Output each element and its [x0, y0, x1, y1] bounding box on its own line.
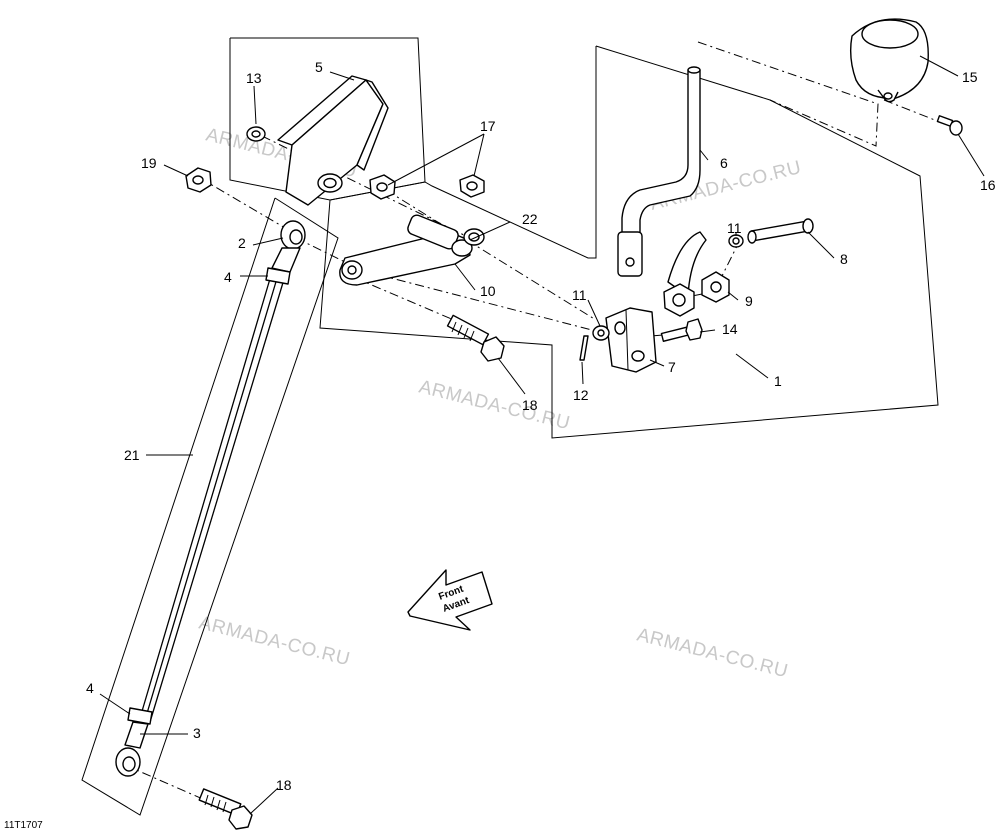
nut-parts [369, 174, 485, 200]
callout-8: 8 [840, 251, 848, 267]
pin-part [747, 218, 814, 244]
callout-19: 19 [141, 155, 157, 171]
callout-22: 22 [522, 211, 538, 227]
callout-10: 10 [480, 283, 496, 299]
screw-part-16 [936, 115, 963, 136]
watermark-5: ARMADA-CO.RU [635, 624, 790, 682]
lever-part [339, 214, 485, 286]
knob-dash-line [697, 41, 879, 147]
callout-21: 21 [124, 447, 140, 463]
clevis-part [605, 307, 657, 373]
assembly-outlines [81, 37, 939, 816]
callout-11-right: 11 [727, 220, 742, 236]
callout-9: 9 [745, 293, 753, 309]
bracket-part [277, 75, 389, 206]
callout-12: 12 [573, 387, 589, 403]
nut-part-19 [185, 167, 212, 193]
callout-11-left: 11 [572, 287, 587, 303]
bolt-part-14 [660, 318, 703, 342]
callout-18-upper: 18 [522, 397, 538, 413]
clip-part [246, 126, 266, 142]
callout-2: 2 [238, 235, 246, 251]
callout-4-lower: 4 [86, 680, 94, 696]
watermarks: ARMADA-CO.RU ARMADA-CO.RU ARMADA-CO.RU A… [197, 124, 804, 682]
drawing-code: 11T1707 [4, 820, 43, 831]
callout-3: 3 [193, 725, 201, 741]
callout-16: 16 [980, 177, 996, 193]
shift-assembly-outline [319, 45, 939, 439]
front-arrow: Front Avant [407, 569, 493, 631]
bolt-upper [446, 314, 505, 362]
bolt-lower [198, 788, 253, 830]
rod-outline [81, 197, 339, 816]
watermark-3: ARMADA-CO.RU [417, 376, 572, 434]
rod-part [115, 220, 306, 777]
callout-1: 1 [774, 373, 782, 389]
callout-13: 13 [246, 70, 262, 86]
knob-part [849, 18, 929, 103]
bolt-parts [198, 314, 505, 830]
callout-14: 14 [722, 321, 738, 337]
callout-6: 6 [720, 155, 728, 171]
detent-part [592, 231, 744, 341]
callout-7: 7 [668, 359, 676, 375]
watermark-4: ARMADA-CO.RU [197, 612, 352, 670]
shift-lever-part [617, 66, 701, 277]
leader-lines [99, 55, 985, 815]
callout-4-upper: 4 [224, 269, 232, 285]
callouts: 13 5 17 19 2 4 22 10 6 11 8 9 11 14 7 1 … [86, 59, 996, 793]
callout-17: 17 [480, 118, 496, 134]
callout-15: 15 [962, 69, 978, 85]
alignment-lines [124, 99, 946, 801]
callout-18-lower: 18 [276, 777, 292, 793]
cotter-pin-part [579, 335, 589, 361]
callout-5: 5 [315, 59, 323, 75]
